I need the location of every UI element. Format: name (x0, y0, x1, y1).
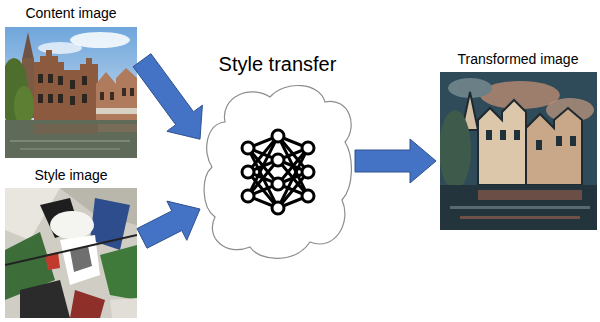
image-caption: Content image (0, 4, 142, 21)
cloud-shape (204, 86, 351, 259)
image-panel: Transformed image (436, 50, 600, 232)
transformed-painting (440, 72, 597, 230)
image-caption: Style image (0, 166, 142, 183)
content-photo (5, 27, 137, 158)
block-arrow (137, 201, 200, 248)
neural-network-icon (242, 130, 314, 214)
image-panel: Content image (0, 4, 142, 160)
image-caption: Transformed image (436, 50, 600, 67)
block-arrow (355, 139, 436, 183)
cloud-outline (200, 52, 355, 270)
style-painting (5, 188, 137, 318)
block-arrow (133, 54, 202, 140)
image-panel: Style image (0, 166, 142, 320)
process-cloud: Style transfer (200, 52, 355, 270)
process-title: Style transfer (200, 52, 355, 76)
